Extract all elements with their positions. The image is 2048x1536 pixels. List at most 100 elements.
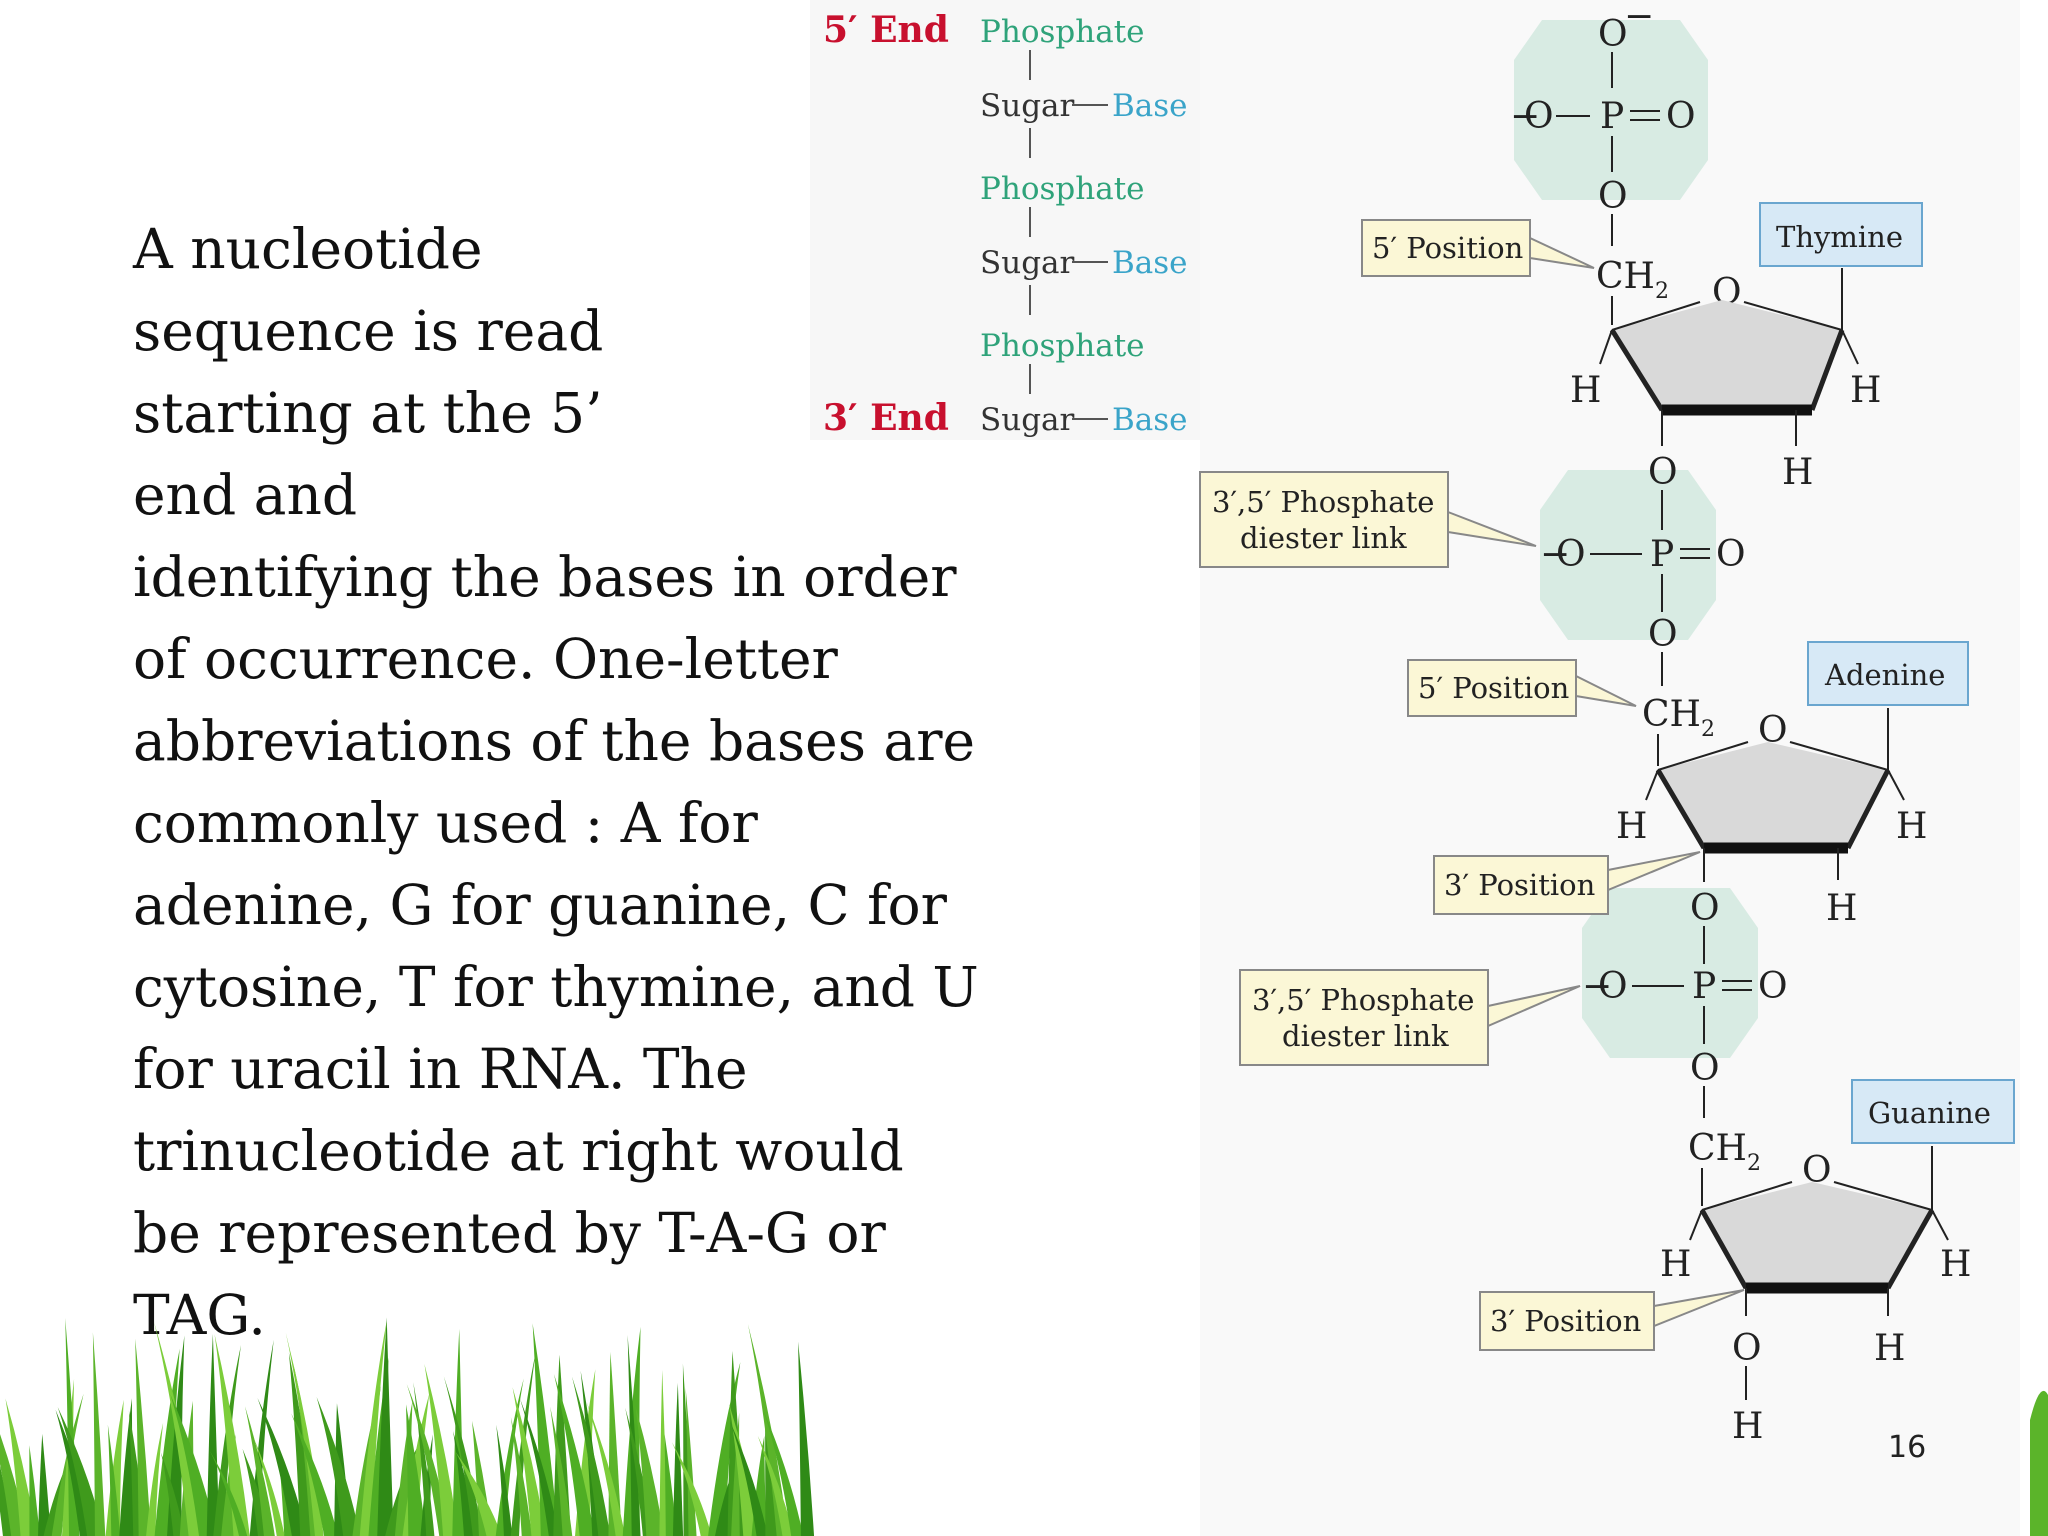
grass-blade — [105, 1399, 124, 1536]
schematic-sugar-1: Sugar — [980, 88, 1075, 124]
svg-text:H: H — [1850, 370, 1881, 411]
grass-blade — [496, 1424, 513, 1536]
five-position-box-1 — [1361, 219, 1531, 277]
paragraph-line: trinucleotide at right would — [133, 1119, 904, 1183]
base-box-guanine — [1851, 1079, 2015, 1144]
grass-blade — [798, 1341, 815, 1536]
grass-blade — [757, 1435, 794, 1536]
paragraph-line: abbreviations of the bases are — [133, 709, 976, 773]
paragraph-line: end and — [133, 463, 358, 527]
grass-blade — [519, 1398, 559, 1536]
svg-text:H: H — [1660, 1244, 1691, 1285]
paragraph-line: be represented by T-A-G or — [133, 1201, 886, 1265]
grass-blade — [424, 1363, 459, 1536]
grass-blade — [206, 1333, 220, 1536]
diester-link-box-2 — [1239, 969, 1489, 1066]
svg-text:O: O — [1556, 534, 1586, 575]
svg-text:O: O — [1598, 966, 1628, 1007]
schematic-sugar-2: Sugar — [980, 245, 1075, 281]
diester-label-1a: 3′,5′ Phosphate — [1212, 485, 1434, 519]
paragraph-line: starting at the 5’ — [133, 381, 603, 445]
svg-text:−: − — [1540, 534, 1570, 575]
svg-text:H: H — [1874, 1328, 1905, 1369]
phosphate-group-3 — [1582, 888, 1758, 1058]
grass-corner-decoration — [2030, 1390, 2048, 1536]
grass-blade — [245, 1406, 275, 1536]
grass-blade — [154, 1322, 201, 1536]
base-adenine: Adenine — [1824, 658, 1945, 692]
paragraph-line: identifying the bases in order — [133, 545, 957, 609]
svg-text:−: − — [1624, 0, 1654, 37]
grass-blade — [406, 1383, 452, 1536]
grass-blade — [377, 1317, 394, 1536]
base-box-thymine — [1759, 202, 1923, 267]
grass-blade — [170, 1394, 217, 1536]
three-position-box-1 — [1433, 855, 1609, 915]
schematic-base-3: Base — [1112, 402, 1188, 438]
sugar-ring-3 — [1702, 1182, 1932, 1288]
five-position-label-2: 5′ Position — [1418, 671, 1569, 705]
atom-p-3: P — [1692, 966, 1716, 1007]
atom-ch2-2: CH2 — [1642, 694, 1715, 742]
grass-blade — [316, 1396, 361, 1536]
base-thymine: Thymine — [1776, 220, 1903, 254]
svg-text:O: O — [1690, 888, 1720, 929]
grass-blade — [135, 1338, 152, 1536]
diester-label-1b: diester link — [1240, 521, 1407, 555]
grass-blade — [763, 1410, 804, 1536]
grass-blade — [627, 1335, 641, 1536]
grass-blade — [253, 1436, 285, 1536]
svg-text:O: O — [1732, 1328, 1762, 1369]
sugar-ring-2 — [1658, 742, 1888, 848]
grass-blade — [553, 1374, 595, 1536]
grass-blade — [405, 1404, 427, 1536]
svg-text:H: H — [1782, 452, 1813, 493]
paragraph-line: TAG. — [133, 1283, 266, 1347]
atom-o-top: O — [1598, 14, 1628, 55]
grass-blade — [214, 1334, 250, 1536]
svg-text:O: O — [1598, 176, 1628, 217]
grass-blade — [107, 1424, 121, 1536]
atom-ch2-3: CH2 — [1688, 1128, 1761, 1176]
grass-blade — [512, 1387, 546, 1536]
base-box-adenine — [1807, 641, 1969, 706]
grass-blade — [92, 1332, 106, 1536]
grass-blade — [747, 1323, 789, 1536]
grass-blade — [146, 1422, 164, 1536]
grass-blade — [510, 1416, 533, 1536]
grass-blade — [730, 1421, 768, 1536]
grass-blade — [671, 1442, 712, 1536]
schematic-panel — [810, 0, 1210, 440]
paragraph-line: adenine, G for guanine, C for — [133, 873, 947, 937]
schematic-phosphate-1: Phosphate — [980, 14, 1145, 50]
svg-text:O: O — [1648, 614, 1678, 655]
schematic-phosphate-3: Phosphate — [980, 328, 1145, 364]
svg-text:O: O — [1716, 534, 1746, 575]
grass-blade — [29, 1445, 40, 1536]
grass-blade — [38, 1433, 51, 1536]
grass-blade — [291, 1413, 339, 1536]
grass-blade — [586, 1402, 626, 1536]
svg-text:O: O — [1690, 1048, 1720, 1089]
svg-text:O: O — [1666, 96, 1696, 137]
svg-text:H: H — [1732, 1406, 1763, 1447]
grass-decoration — [0, 1317, 815, 1536]
grass-blade — [572, 1376, 611, 1536]
grass-blade — [635, 1406, 665, 1536]
schematic-phosphate-2: Phosphate — [980, 171, 1145, 207]
svg-text:H: H — [1616, 806, 1647, 847]
grass-blade — [553, 1354, 571, 1536]
three-position-label-2: 3′ Position — [1490, 1304, 1641, 1338]
grass-blade — [550, 1406, 573, 1536]
three-end-label: 3′ End — [823, 397, 949, 439]
atom-p-1: P — [1600, 96, 1624, 137]
sugar-ring-1 — [1612, 300, 1842, 410]
schematic-base-2: Base — [1112, 245, 1188, 281]
five-position-label-1: 5′ Position — [1372, 231, 1523, 265]
svg-text:O: O — [1648, 452, 1678, 493]
paragraph-line: of occurrence. One-letter — [133, 627, 838, 691]
base-guanine: Guanine — [1868, 1096, 1991, 1130]
grass-blade — [455, 1452, 502, 1536]
svg-text:−: − — [1582, 966, 1612, 1007]
